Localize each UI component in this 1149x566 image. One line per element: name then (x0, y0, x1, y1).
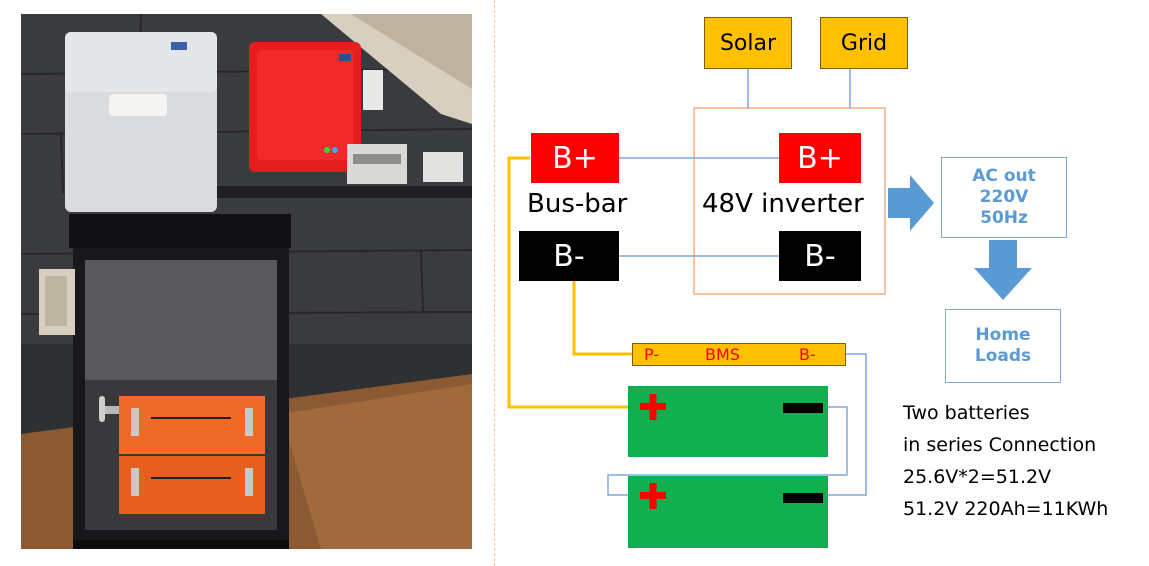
notes: Two batteries in series Connection 25.6V… (903, 397, 1108, 525)
solar-box: Solar (704, 17, 792, 69)
installation-photo (21, 14, 472, 549)
busbar-positive-box: B+ (531, 133, 619, 183)
ac-arrow-icon (888, 175, 934, 231)
series-wire (607, 406, 848, 496)
inverter-positive-box: B+ (779, 133, 861, 183)
battery-2 (628, 476, 828, 548)
plus-icon (640, 483, 666, 509)
grid-box: Grid (820, 17, 908, 69)
bms-p-minus-label: P- (644, 345, 660, 364)
solar-label: Solar (719, 30, 777, 56)
grid-label: Grid (840, 30, 888, 56)
battery-2-terminals (640, 483, 823, 509)
dashed-divider (494, 0, 495, 566)
inverter-negative-label: B- (804, 238, 836, 274)
minus-icon (783, 493, 823, 503)
bms-bar: P- BMS B- (632, 343, 846, 366)
plus-icon (640, 394, 666, 420)
home-loads-line-2: Loads (974, 346, 1032, 366)
note-line-2: in series Connection (903, 434, 1097, 456)
minus-icon (783, 403, 823, 413)
loads-arrow-icon (974, 240, 1032, 300)
note-line-3: 25.6V*2=51.2V (903, 466, 1052, 488)
bms-b-minus-label: B- (799, 345, 816, 364)
note-line-4: 51.2V 220Ah=11KWh (903, 498, 1109, 520)
busbar-label: Bus-bar (527, 189, 628, 219)
ac-out-line-3: 50Hz (980, 208, 1028, 228)
inverter-negative-box: B- (779, 231, 861, 281)
bms-wire (828, 353, 867, 496)
ac-out-line-2: 220V (979, 187, 1029, 207)
busbar-negative-label: B- (553, 238, 585, 274)
bms-label: BMS (705, 345, 740, 364)
negative-yellow-wire (572, 281, 632, 356)
battery-1 (628, 386, 828, 457)
home-loads-line-1: Home (975, 325, 1031, 345)
busbar-negative-box: B- (519, 231, 619, 281)
positive-yellow-wire (507, 156, 628, 409)
inverter-outline (693, 107, 886, 295)
installation-photo-drawing (21, 14, 472, 549)
home-loads-box: Home Loads (945, 309, 1061, 383)
inverter-positive-label: B+ (797, 140, 843, 176)
battery-1-terminals (640, 394, 823, 420)
ac-out-line-1: AC out (972, 166, 1036, 186)
note-line-1: Two batteries (903, 402, 1030, 424)
ac-out-box: AC out 220V 50Hz (941, 157, 1067, 238)
busbar-positive-label: B+ (552, 140, 598, 176)
inverter-label: 48V inverter (702, 189, 864, 219)
